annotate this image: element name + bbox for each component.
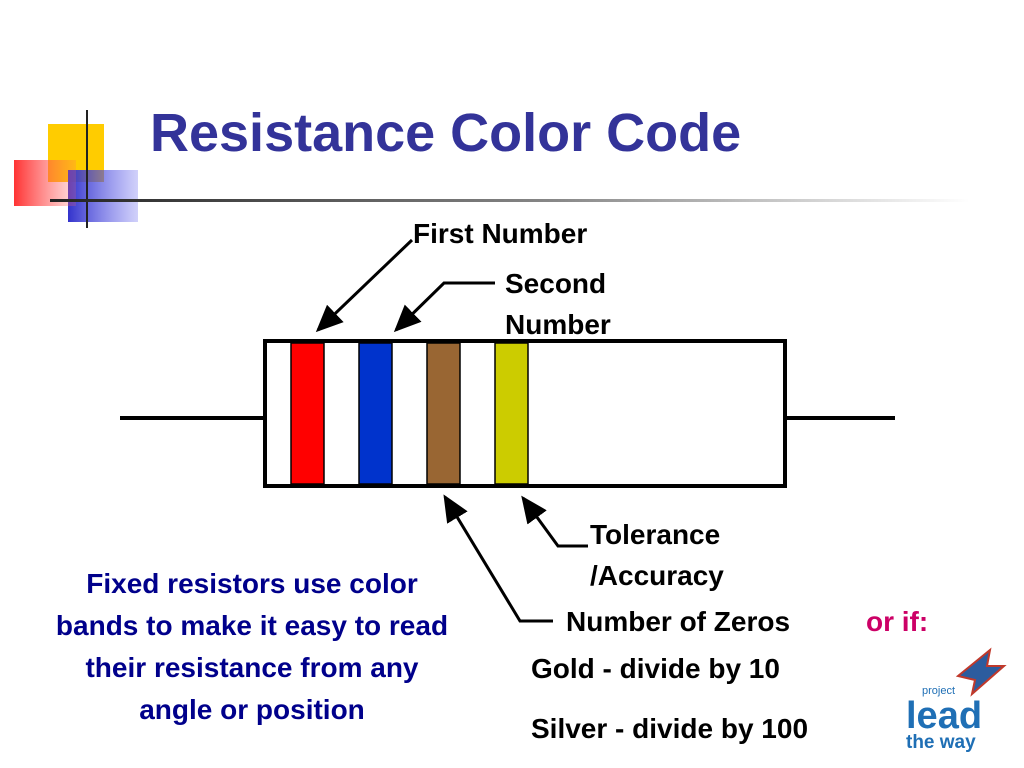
title-decoration [14,110,138,228]
label-second-number: Second Number [505,264,611,345]
label-second-number-line1: Second [505,268,607,299]
slide-title: Resistance Color Code [150,103,742,163]
label-or-if: or if: [866,606,929,637]
tolerance-arrow [521,495,588,548]
label-gold-rule: Gold - divide by 10 [531,653,780,684]
label-tolerance-line1: Tolerance [590,519,721,550]
blue-square [68,170,138,222]
second-number-arrow [393,281,495,333]
lead-the-way-logo: project lead the way [906,647,1007,753]
label-second-number-line2: Number [505,308,611,340]
zeros-arrow [443,494,553,623]
logo-project-text: project [922,685,955,697]
first-number-arrow [315,238,414,333]
band-4-gold [494,342,529,485]
caption-line-4: angle or position [139,694,365,725]
logo-theway-text: the way [906,732,976,753]
logo-lead-text: lead [906,695,982,737]
label-tolerance: Tolerance /Accuracy [590,515,724,596]
label-first-number: First Number [413,218,588,249]
title-underline [50,199,970,202]
label-tolerance-line2: /Accuracy [590,559,724,591]
logo-arrow-icon [955,647,1007,697]
band-1-red [290,342,325,485]
caption-text: Fixed resistors use color bands to make … [8,563,496,731]
caption-line-3: their resistance from any [85,652,419,683]
band-2-blue [358,342,393,485]
band-3-brown [426,342,461,485]
label-number-of-zeros: Number of Zeros [566,606,791,637]
label-silver-rule: Silver - divide by 100 [531,713,809,744]
caption-line-2: bands to make it easy to read [55,610,449,641]
caption-line-1: Fixed resistors use color [86,568,418,599]
red-square [14,160,76,206]
